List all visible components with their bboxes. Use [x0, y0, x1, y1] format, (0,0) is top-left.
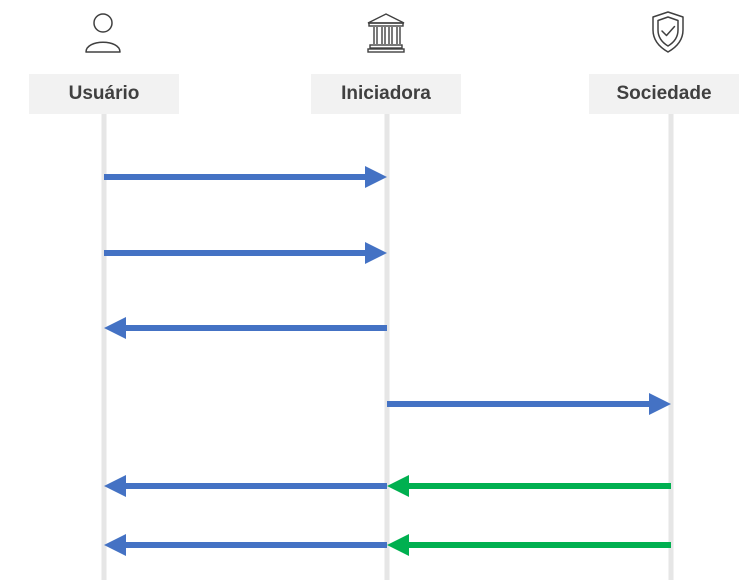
message-arrow-sociedade-to-iniciadora: [387, 534, 671, 556]
message-arrow-usuario-to-iniciadora: [104, 166, 387, 188]
shield-check-icon: [652, 11, 684, 53]
participant-header-iniciadora: Iniciadora: [311, 74, 461, 114]
participant-header-sociedade: Sociedade: [589, 74, 739, 114]
message-arrow-iniciadora-to-sociedade: [387, 393, 671, 415]
message-arrow-iniciadora-to-usuario: [104, 534, 387, 556]
message-arrow-usuario-to-iniciadora: [104, 242, 387, 264]
participant-label: Sociedade: [616, 83, 712, 104]
user-icon: [85, 13, 121, 53]
message-arrow-iniciadora-to-usuario: [104, 317, 387, 339]
participant-label: Usuário: [68, 83, 140, 104]
message-arrow-iniciadora-to-usuario: [104, 475, 387, 497]
bank-icon: [367, 13, 405, 53]
participant-header-usuario: Usuário: [29, 74, 179, 114]
message-arrow-sociedade-to-iniciadora: [387, 475, 671, 497]
participant-label: Iniciadora: [341, 83, 431, 104]
